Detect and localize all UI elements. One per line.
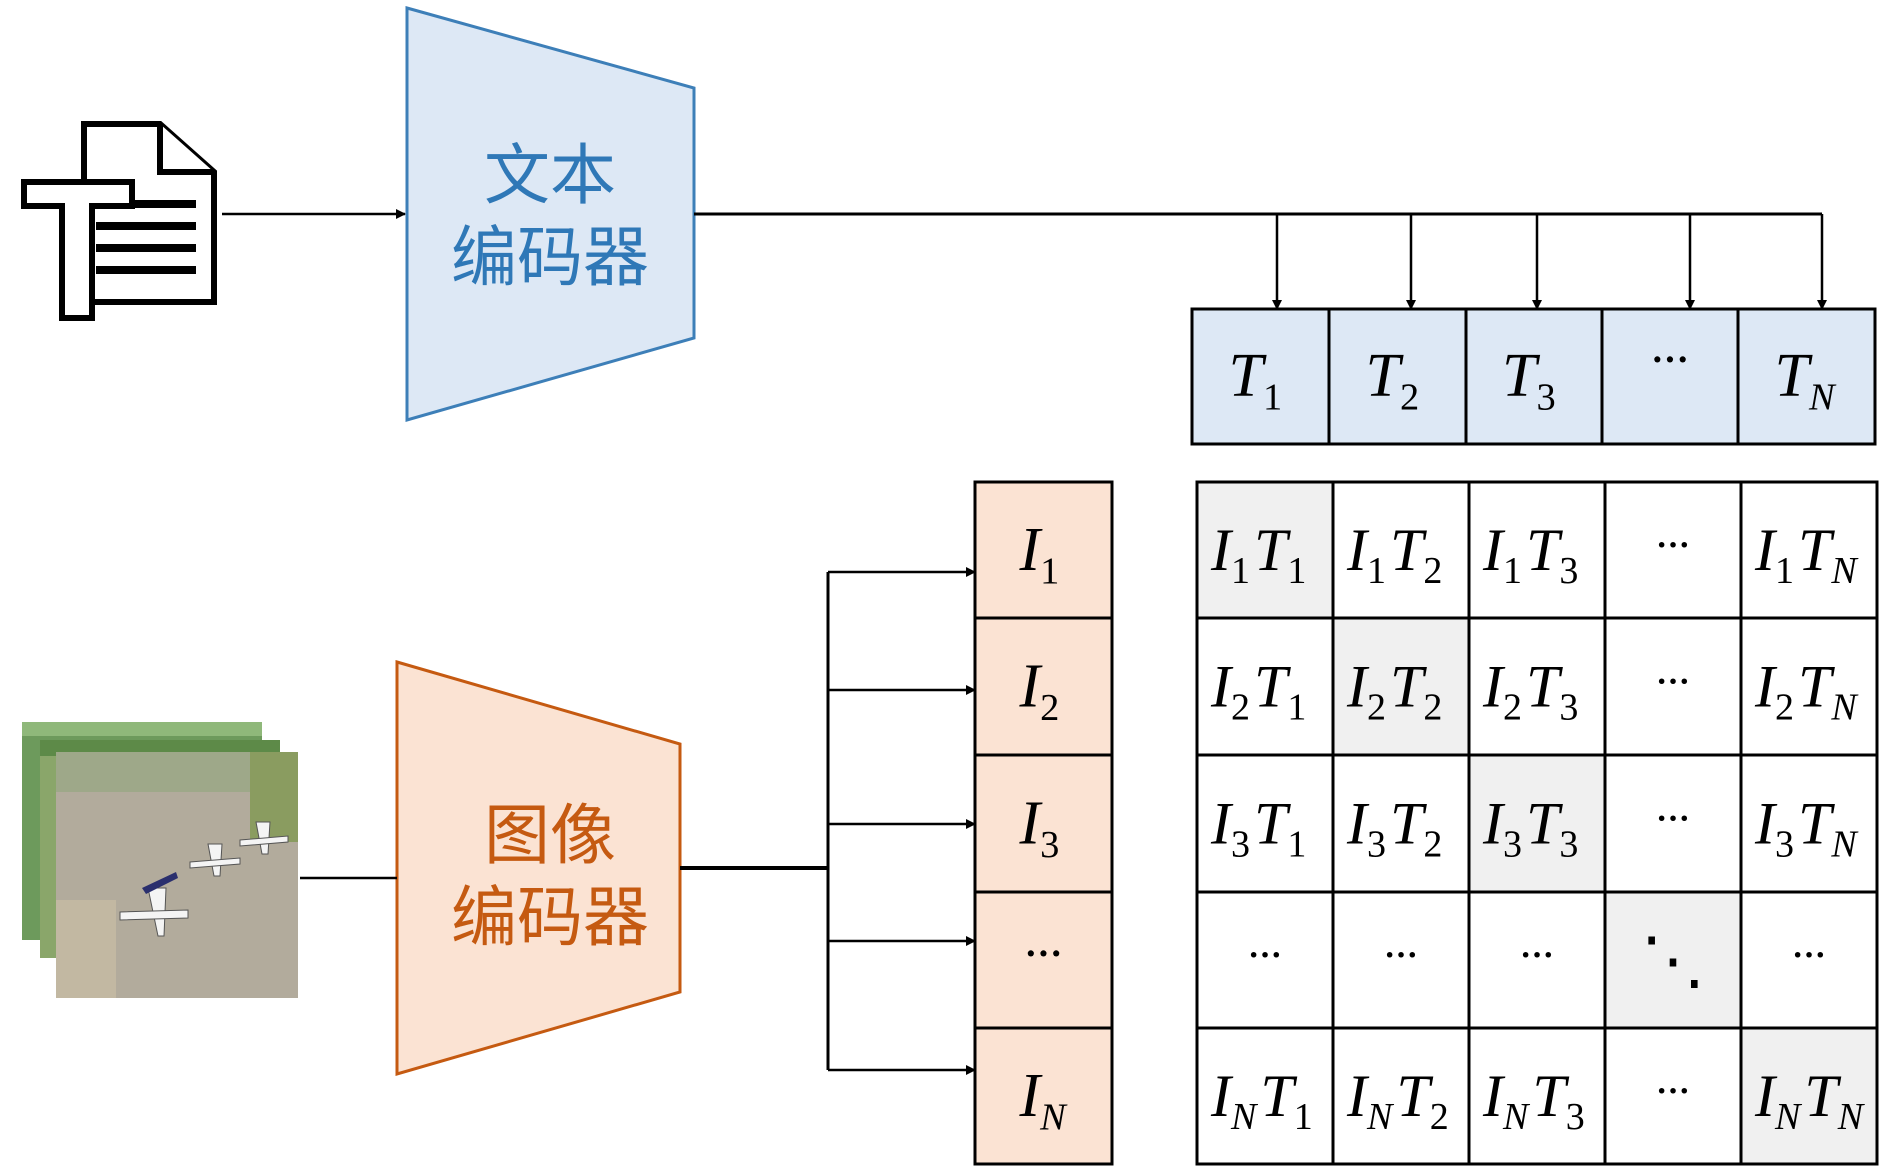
- matrix-ellipsis: ···: [1656, 801, 1690, 838]
- text-feature-cell: [1736, 307, 1877, 446]
- matrix-diagonal-cell: [1195, 480, 1335, 620]
- matrix-cell: [1603, 753, 1743, 894]
- text-document-icon: [21, 121, 217, 321]
- matrix-diagonal-cell: [1739, 1026, 1879, 1166]
- image-encoder-label-line1: 图像: [484, 797, 616, 874]
- matrix-ellipsis: ···: [1656, 664, 1690, 701]
- matrix-cell-label: INT3: [1482, 1063, 1585, 1138]
- matrix-cell: [1739, 616, 1879, 757]
- text-feature-cell: [1600, 307, 1740, 446]
- matrix-diagonal-cell: [1467, 753, 1607, 894]
- matrix-cell: [1195, 890, 1335, 1030]
- image-feature-label: IN: [1019, 1062, 1069, 1139]
- matrix-cell-label: I1T3: [1482, 517, 1578, 592]
- matrix-ellipsis: ···: [1248, 937, 1282, 974]
- text-encoder-label-line2: 编码器: [451, 219, 649, 296]
- matrix-cell: [1331, 753, 1471, 894]
- matrix-cell-label: I1T1: [1210, 517, 1306, 592]
- image-feature-cell: [973, 480, 1114, 620]
- matrix-ellipsis: ···: [1656, 527, 1690, 564]
- text-feature-cell: [1190, 307, 1331, 446]
- image-feature-cell: [973, 753, 1114, 894]
- matrix-ellipsis: ···: [1384, 937, 1418, 974]
- text-feature-label: T2: [1366, 342, 1420, 419]
- image-feature-label: I2: [1019, 653, 1060, 730]
- matrix-cell: [1467, 890, 1607, 1030]
- matrix-cell-label: I1T2: [1346, 517, 1442, 592]
- text-encoder: 文本 编码器: [405, 6, 696, 422]
- matrix-diagonal-ellipsis: ⋱: [1641, 925, 1705, 996]
- matrix-cell: [1331, 480, 1471, 620]
- text-encoder-label-line1: 文本: [484, 137, 616, 214]
- text-feature-label: T1: [1229, 342, 1283, 419]
- matrix-cell: [1739, 890, 1879, 1030]
- matrix-ellipsis: ···: [1656, 1073, 1690, 1110]
- matrix-cell-label: I1TN: [1754, 517, 1859, 592]
- matrix-cell-label: INTN: [1754, 1063, 1866, 1138]
- image-feature-label: I1: [1019, 516, 1060, 593]
- image-feature-cell: [973, 616, 1114, 757]
- image-feature-ellipsis: ···: [1024, 933, 1062, 975]
- matrix-cell-label: INT2: [1346, 1063, 1449, 1138]
- image-feature-label: I3: [1019, 790, 1060, 867]
- image-feature-cell: [973, 890, 1114, 1030]
- matrix-cell-label: INT1: [1210, 1063, 1313, 1138]
- matrix-cell: [1331, 1026, 1471, 1166]
- matrix-cell-label: I3T1: [1210, 791, 1306, 866]
- matrix-ellipsis: ···: [1792, 937, 1826, 974]
- matrix-diagonal-cell: [1603, 890, 1743, 1030]
- matrix-ellipsis: ···: [1520, 937, 1554, 974]
- matrix-cell: [1739, 753, 1879, 894]
- text-feature-row: T1 T2 T3 ··· TN: [1190, 307, 1877, 446]
- image-feature-cell: [973, 1026, 1114, 1166]
- matrix-cell: [1195, 616, 1335, 757]
- text-feature-cell: [1327, 307, 1468, 446]
- aerial-image-stack-icon: [22, 722, 298, 998]
- matrix-cell-label: I2T1: [1210, 654, 1306, 729]
- matrix-cell-label: I2TN: [1754, 654, 1859, 729]
- matrix-cell: [1603, 1026, 1743, 1166]
- text-feature-label: TN: [1775, 342, 1837, 419]
- text-feature-ellipsis: ···: [1651, 339, 1689, 381]
- image-encoder: 图像 编码器: [395, 660, 682, 1076]
- connector-lines: [222, 209, 1827, 1075]
- matrix-cell-label: I2T3: [1482, 654, 1578, 729]
- text-feature-label: T3: [1502, 342, 1556, 419]
- matrix-cell: [1739, 480, 1879, 620]
- matrix-cell-label: I2T2: [1346, 654, 1442, 729]
- matrix-cell-label: I3T3: [1482, 791, 1578, 866]
- similarity-matrix: I1T1 I1T2 I1T3 ··· I1TN I2T1 I2T2 I2T3 ··· I2TN I3…: [1195, 480, 1879, 1166]
- image-encoder-label-line2: 编码器: [451, 879, 649, 956]
- matrix-cell: [1467, 616, 1607, 757]
- matrix-cell: [1195, 1026, 1335, 1166]
- matrix-cell-label: I3T2: [1346, 791, 1442, 866]
- matrix-cell-label: I3TN: [1754, 791, 1859, 866]
